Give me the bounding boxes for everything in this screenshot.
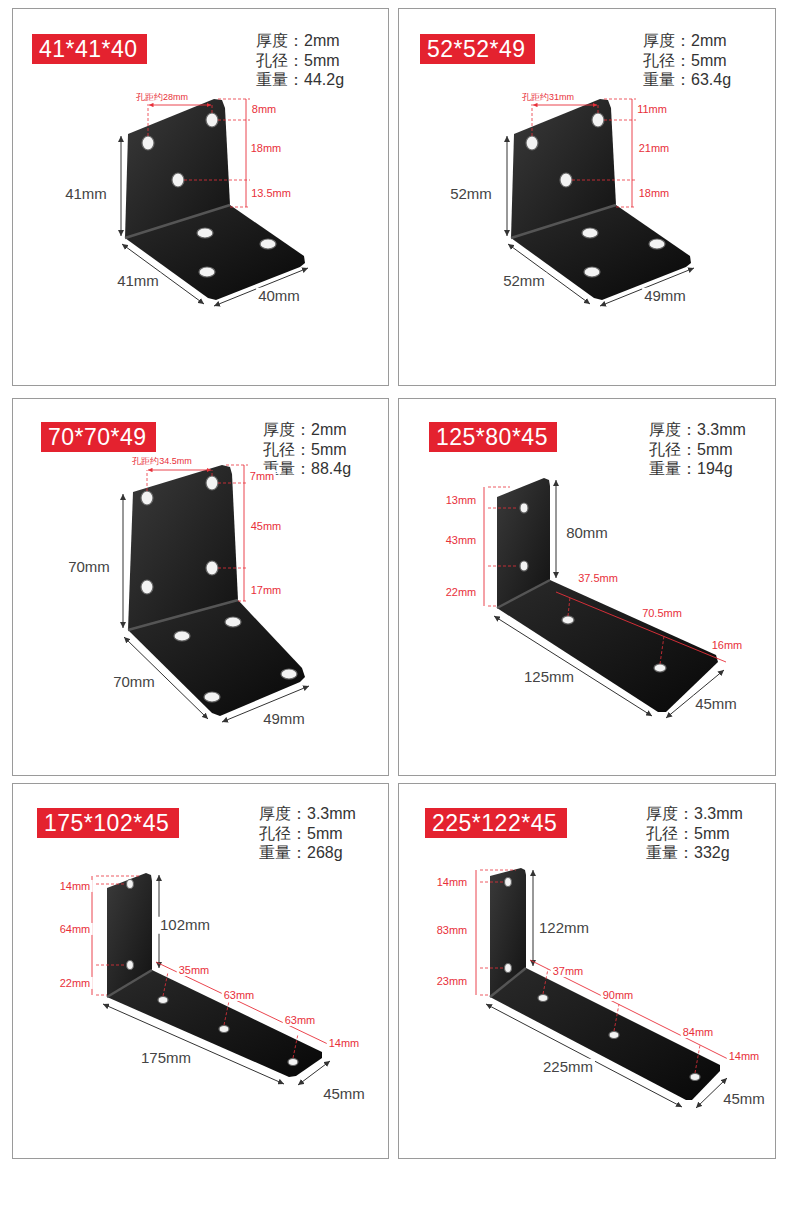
- dimension-label: 11mm: [635, 103, 669, 115]
- model-badge: 70*70*49: [41, 422, 156, 452]
- product-panel: 厚度：2mm孔径：5mm重量：88.4g70*70*49: [12, 398, 389, 776]
- model-code: 41*41*40: [39, 36, 138, 62]
- dimension-label: 63mm: [283, 1014, 318, 1026]
- product-panel: 厚度：3.3mm孔径：5mm重量：332g 225*122*45: [398, 783, 776, 1159]
- dimension-label: 80mm: [564, 525, 610, 542]
- spec-line: 重量：332g: [646, 843, 730, 863]
- spec-line: 重量：44.2g: [256, 70, 344, 90]
- dimension-label: 41mm: [63, 186, 109, 203]
- dimension-label: 45mm: [721, 1091, 767, 1108]
- bracket-225: [476, 868, 730, 1108]
- dimension-label: 孔距约31mm: [520, 93, 576, 103]
- dimension-label: 37mm: [551, 965, 586, 977]
- dimension-label: 52mm: [448, 186, 494, 203]
- spec-line: 厚度：2mm: [643, 31, 727, 51]
- model-code: 225*122*45: [432, 810, 557, 836]
- spec-line: 厚度：2mm: [256, 31, 340, 51]
- dimension-label: 70mm: [111, 674, 157, 691]
- dimension-label: 64mm: [58, 923, 93, 935]
- spec-line: 重量：194g: [649, 459, 733, 479]
- spec-line: 孔径：5mm: [263, 440, 347, 460]
- dimension-label: 122mm: [537, 920, 591, 937]
- model-code: 70*70*49: [48, 424, 147, 450]
- dimension-label: 14mm: [327, 1037, 362, 1049]
- dimension-label: 70mm: [66, 559, 112, 576]
- dimension-label: 225mm: [541, 1059, 595, 1076]
- dimension-label: 13.5mm: [249, 187, 293, 199]
- dimension-label: 45mm: [321, 1086, 367, 1103]
- dimension-label: 35mm: [177, 964, 212, 976]
- dimension-label: 17mm: [249, 584, 284, 596]
- spec-line: 孔径：5mm: [649, 440, 733, 460]
- dimension-label: 102mm: [158, 917, 212, 934]
- dimension-label: 49mm: [642, 288, 688, 305]
- dimension-label: 45mm: [249, 520, 284, 532]
- model-badge: 41*41*40: [32, 34, 147, 64]
- dimension-label: 43mm: [444, 534, 479, 546]
- spec-line: 重量：63.4g: [643, 70, 731, 90]
- dimension-label: 22mm: [444, 586, 479, 598]
- dimension-label: 13mm: [444, 494, 479, 506]
- spec-line: 重量：268g: [259, 843, 343, 863]
- spec-line: 孔径：5mm: [643, 51, 727, 71]
- dimension-label: 18mm: [249, 142, 284, 154]
- dimension-label: 70.5mm: [640, 607, 684, 619]
- dimension-label: 18mm: [637, 187, 672, 199]
- spec-line: 孔径：5mm: [646, 824, 730, 844]
- dimension-label: 45mm: [693, 696, 739, 713]
- dimension-label: 孔距约34.5mm: [130, 457, 194, 467]
- dimension-label: 49mm: [261, 711, 307, 728]
- dimension-label: 84mm: [681, 1026, 716, 1038]
- dimension-label: 52mm: [501, 273, 547, 290]
- model-badge: 225*122*45: [425, 808, 567, 838]
- dimension-label: 16mm: [710, 639, 745, 651]
- spec-line: 厚度：3.3mm: [259, 804, 356, 824]
- dimension-label: 125mm: [522, 669, 576, 686]
- spec-line: 厚度：2mm: [263, 420, 347, 440]
- model-badge: 175*102*45: [37, 808, 179, 838]
- spec-line: 厚度：3.3mm: [646, 804, 743, 824]
- dimension-label: 83mm: [435, 924, 470, 936]
- spec-line: 孔径：5mm: [259, 824, 343, 844]
- bracket-175: [92, 873, 332, 1085]
- model-code: 175*102*45: [44, 810, 169, 836]
- dimension-label: 23mm: [435, 975, 470, 987]
- spec-line: 孔径：5mm: [256, 51, 340, 71]
- dimension-label: 14mm: [58, 880, 93, 892]
- model-code: 125*80*45: [436, 424, 548, 450]
- dimension-label: 14mm: [435, 876, 470, 888]
- dimension-label: 37.5mm: [576, 572, 620, 584]
- dimension-label: 175mm: [139, 1050, 193, 1067]
- dimension-label: 14mm: [727, 1050, 762, 1062]
- model-badge: 125*80*45: [429, 422, 557, 452]
- model-badge: 52*52*49: [420, 34, 535, 64]
- dimension-label: 8mm: [250, 103, 278, 115]
- spec-line: 厚度：3.3mm: [649, 420, 746, 440]
- dimension-label: 41mm: [115, 273, 161, 290]
- dimension-label: 63mm: [222, 989, 257, 1001]
- dimension-label: 7mm: [248, 470, 276, 482]
- dimension-label: 90mm: [601, 989, 636, 1001]
- dimension-label: 22mm: [58, 977, 93, 989]
- model-code: 52*52*49: [427, 36, 526, 62]
- dimension-label: 孔距约28mm: [134, 93, 190, 103]
- dimension-label: 40mm: [256, 288, 302, 305]
- dimension-label: 21mm: [637, 142, 672, 154]
- bracket-125: [484, 478, 726, 718]
